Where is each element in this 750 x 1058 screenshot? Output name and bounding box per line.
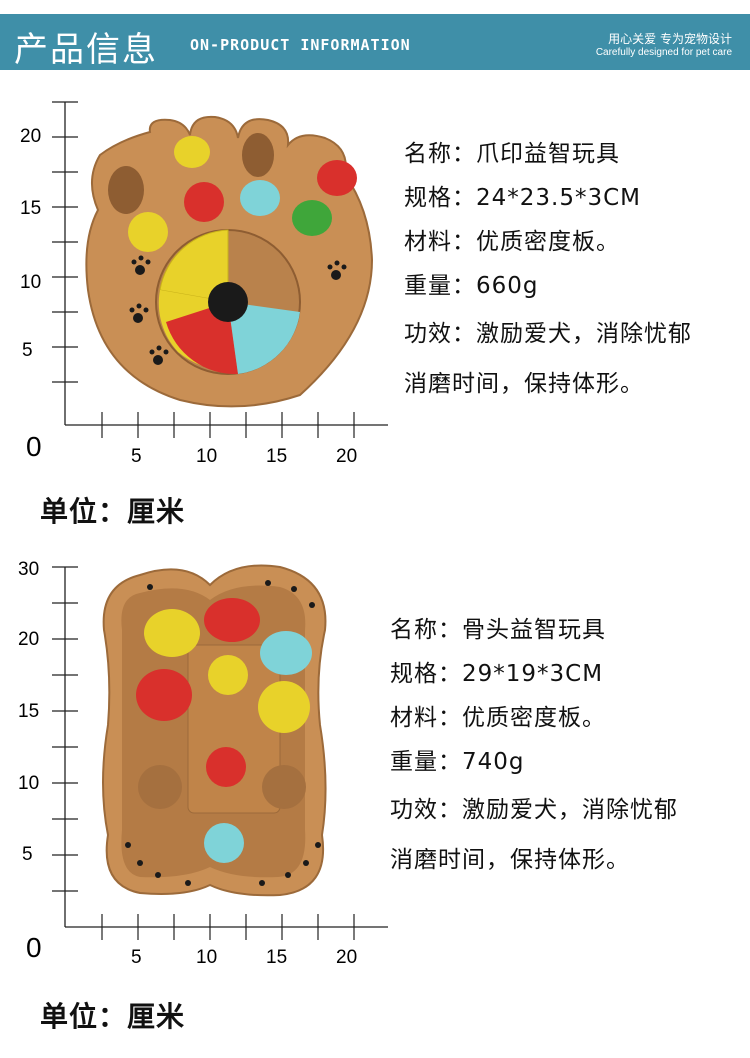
spec-function: 功效：激励爱犬，消除忧郁 xyxy=(390,797,678,823)
unit-label: 单位：厘米 xyxy=(40,495,186,528)
spec-weight: 重量：660g xyxy=(404,273,539,299)
spec-size: 规格：29*19*3CM xyxy=(390,661,604,687)
y-tick-label: 20 xyxy=(20,126,41,147)
y-tick-label: 5 xyxy=(22,340,33,361)
header-slogan-en: Carefully designed for pet care xyxy=(595,47,732,58)
x-tick-label: 5 xyxy=(131,947,142,965)
spec-weight: 重量：740g xyxy=(390,749,525,775)
y-tick-label: 20 xyxy=(18,629,39,650)
product-paw-section: 20 15 10 5 0 5 10 15 20 xyxy=(0,90,750,540)
unit-label: 单位：厘米 xyxy=(40,1000,186,1033)
origin-label: 0 xyxy=(26,932,42,963)
header-slogan-cn: 用心关爱 专为宠物设计 xyxy=(608,32,732,46)
y-tick-label: 10 xyxy=(20,272,41,293)
header-title-en: ON-PRODUCT INFORMATION xyxy=(190,36,411,54)
y-tick-label: 30 xyxy=(18,559,39,580)
spec-function-cont: 消磨时间，保持体形。 xyxy=(404,371,644,397)
x-tick-label: 15 xyxy=(266,947,287,965)
product-bone-section: 30 20 15 10 5 0 5 10 15 20 xyxy=(0,545,750,1045)
spec-function-cont: 消磨时间，保持体形。 xyxy=(390,847,630,873)
spec-function: 功效：激励爱犬，消除忧郁 xyxy=(404,321,692,347)
spec-material: 材料：优质密度板。 xyxy=(390,705,606,731)
spec-material: 材料：优质密度板。 xyxy=(404,229,620,255)
x-tick-label: 10 xyxy=(196,947,217,965)
y-tick-label: 10 xyxy=(18,773,39,794)
paw-toy-image xyxy=(85,115,374,408)
spec-name: 名称：骨头益智玩具 xyxy=(390,617,606,643)
y-tick-label: 15 xyxy=(20,198,41,219)
origin-label: 0 xyxy=(26,431,42,462)
header-title-cn: 产品信息 xyxy=(14,30,158,70)
y-tick-label: 15 xyxy=(18,701,39,722)
bone-measure-figure: 30 20 15 10 5 0 5 10 15 20 xyxy=(18,559,388,965)
bone-toy-image xyxy=(102,564,327,897)
x-tick-label: 20 xyxy=(336,947,357,965)
x-tick-label: 10 xyxy=(196,446,217,467)
x-tick-label: 15 xyxy=(266,446,287,467)
x-tick-label: 20 xyxy=(336,446,357,467)
header-banner: 产品信息 ON-PRODUCT INFORMATION 用心关爱 专为宠物设计 … xyxy=(0,14,750,70)
x-tick-label: 5 xyxy=(131,446,142,467)
spec-name: 名称：爪印益智玩具 xyxy=(404,141,620,167)
paw-measure-figure: 20 15 10 5 0 5 10 15 20 xyxy=(20,101,388,467)
y-tick-label: 5 xyxy=(22,844,33,865)
spec-size: 规格：24*23.5*3CM xyxy=(404,185,642,211)
